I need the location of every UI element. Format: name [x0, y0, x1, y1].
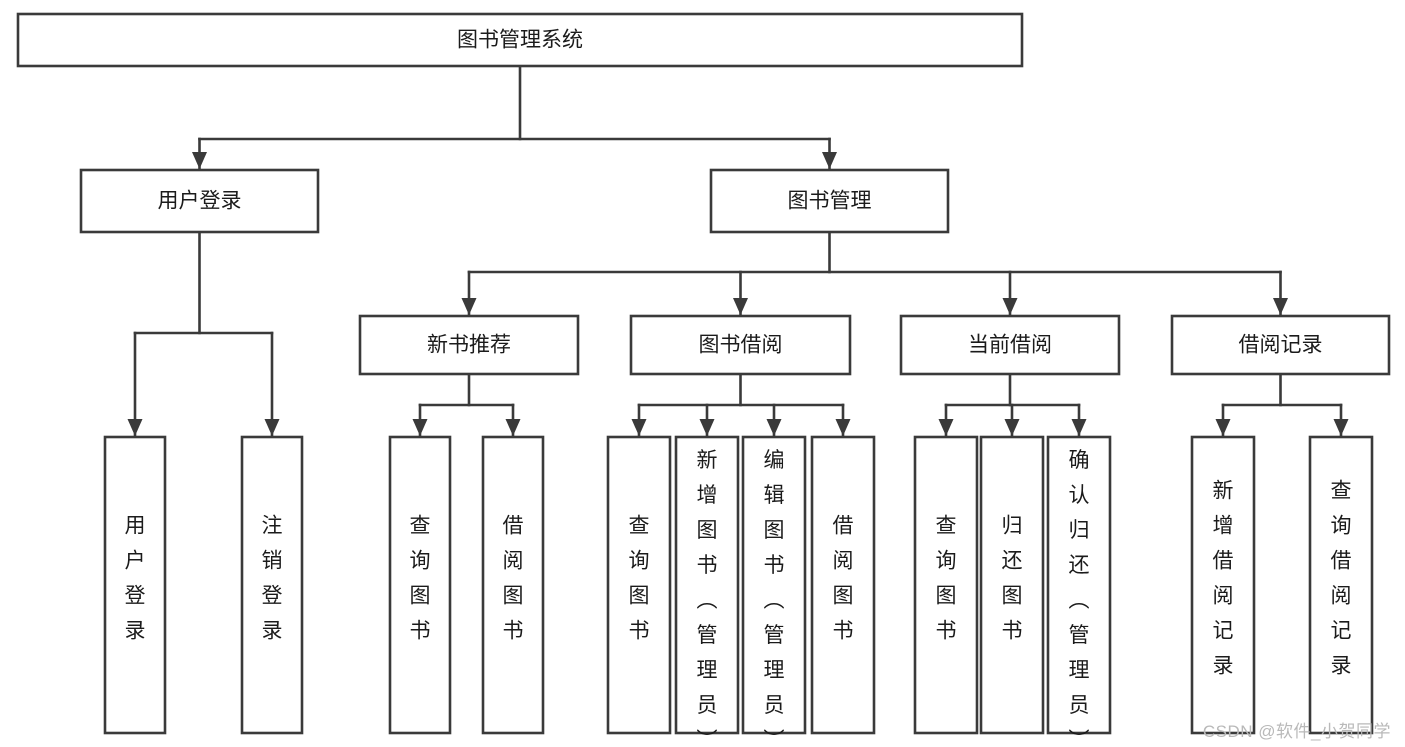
leaf-node-5-label: 新增图书︵管理员︶	[697, 449, 718, 747]
leaf-node-0-box[interactable]	[103, 435, 167, 735]
level2-node-0-label: 用户登录	[158, 190, 242, 213]
leaf-node-8-label: 查询图书	[936, 515, 957, 643]
leaf-node-5[interactable]: 新增图书︵管理员︶	[674, 435, 740, 747]
root-node-0-label: 图书管理系统	[457, 29, 583, 52]
leaf-node-7-box[interactable]	[810, 435, 876, 735]
level3-node-2-box[interactable]	[899, 314, 1121, 376]
arrow-head-icon	[192, 152, 207, 169]
arrow-head-icon	[835, 419, 851, 436]
level3-node-3[interactable]: 借阅记录	[1170, 314, 1391, 376]
arrow-head-icon	[1333, 419, 1349, 436]
leaf-node-9[interactable]: 归还图书	[979, 435, 1045, 735]
leaf-node-1[interactable]: 注销登录	[240, 435, 304, 735]
level3-node-3-box[interactable]	[1170, 314, 1391, 376]
leaf-node-8-box[interactable]	[913, 435, 979, 735]
arrow-head-icon	[766, 419, 782, 436]
leaf-node-10-label: 确认归还︵管理员︶	[1069, 449, 1090, 747]
diagram-nodes: 图书管理系统用户登录图书管理新书推荐图书借阅当前借阅借阅记录用户登录注销登录查询…	[16, 12, 1391, 747]
leaf-node-6[interactable]: 编辑图书︵管理员︶	[741, 435, 807, 747]
leaf-node-4[interactable]: 查询图书	[606, 435, 672, 735]
leaf-node-6-box[interactable]	[741, 435, 807, 735]
leaf-node-9-label: 归还图书	[1002, 515, 1023, 643]
level2-node-1[interactable]: 图书管理	[709, 168, 950, 234]
leaf-node-4-label: 查询图书	[629, 515, 650, 643]
level3-node-1-label: 图书借阅	[699, 334, 783, 357]
arrow-head-icon	[1273, 298, 1288, 315]
leaf-node-1-label: 注销登录	[262, 515, 283, 643]
arrow-head-icon	[822, 152, 837, 169]
leaf-node-3[interactable]: 借阅图书	[481, 435, 545, 735]
leaf-node-11-box[interactable]	[1190, 435, 1256, 735]
level3-node-0-label: 新书推荐	[427, 334, 511, 357]
arrow-head-icon	[1215, 419, 1231, 436]
arrow-head-icon	[127, 419, 143, 436]
level3-node-3-label: 借阅记录	[1239, 334, 1323, 357]
arrow-head-icon	[1004, 419, 1020, 436]
arrow-head-icon	[264, 419, 280, 436]
arrow-head-icon	[699, 419, 715, 436]
level2-node-1-box[interactable]	[709, 168, 950, 234]
leaf-node-9-box[interactable]	[979, 435, 1045, 735]
connector-lines	[127, 64, 1349, 437]
leaf-node-10[interactable]: 确认归还︵管理员︶	[1046, 435, 1112, 747]
arrow-head-icon	[461, 298, 477, 315]
arrow-head-icon	[631, 419, 647, 436]
leaf-node-0[interactable]: 用户登录	[103, 435, 167, 735]
leaf-node-10-box[interactable]	[1046, 435, 1112, 735]
level2-node-0[interactable]: 用户登录	[79, 168, 320, 234]
leaf-node-2-label: 查询图书	[410, 515, 431, 643]
leaf-node-11-label: 新增借阅记录	[1213, 480, 1234, 678]
root-node-0[interactable]: 图书管理系统	[16, 12, 1024, 68]
arrow-head-icon	[505, 419, 521, 436]
level3-node-1[interactable]: 图书借阅	[629, 314, 852, 376]
leaf-node-3-label: 借阅图书	[503, 515, 524, 643]
leaf-node-3-box[interactable]	[481, 435, 545, 735]
root-node-0-box[interactable]	[16, 12, 1024, 68]
level3-node-1-box[interactable]	[629, 314, 852, 376]
leaf-node-1-box[interactable]	[240, 435, 304, 735]
level2-node-0-box[interactable]	[79, 168, 320, 234]
leaf-node-12-label: 查询借阅记录	[1331, 480, 1352, 678]
arrow-head-icon	[938, 419, 954, 436]
leaf-node-12[interactable]: 查询借阅记录	[1308, 435, 1374, 735]
leaf-node-8[interactable]: 查询图书	[913, 435, 979, 735]
level2-node-1-label: 图书管理	[788, 190, 872, 213]
leaf-node-11[interactable]: 新增借阅记录	[1190, 435, 1256, 735]
leaf-node-7-label: 借阅图书	[833, 515, 854, 643]
arrow-head-icon	[1071, 419, 1087, 436]
leaf-node-2[interactable]: 查询图书	[388, 435, 452, 735]
level3-node-0-box[interactable]	[358, 314, 580, 376]
level3-node-0[interactable]: 新书推荐	[358, 314, 580, 376]
leaf-node-12-box[interactable]	[1308, 435, 1374, 735]
leaf-node-0-label: 用户登录	[125, 515, 146, 643]
leaf-node-6-label: 编辑图书︵管理员︶	[764, 449, 785, 747]
leaf-node-5-box[interactable]	[674, 435, 740, 735]
leaf-node-2-box[interactable]	[388, 435, 452, 735]
arrow-head-icon	[1002, 298, 1018, 315]
arrow-head-icon	[733, 298, 748, 315]
arrow-head-icon	[412, 419, 428, 436]
leaf-node-4-box[interactable]	[606, 435, 672, 735]
level3-node-2-label: 当前借阅	[968, 334, 1052, 357]
level3-node-2[interactable]: 当前借阅	[899, 314, 1121, 376]
leaf-node-7[interactable]: 借阅图书	[810, 435, 876, 735]
